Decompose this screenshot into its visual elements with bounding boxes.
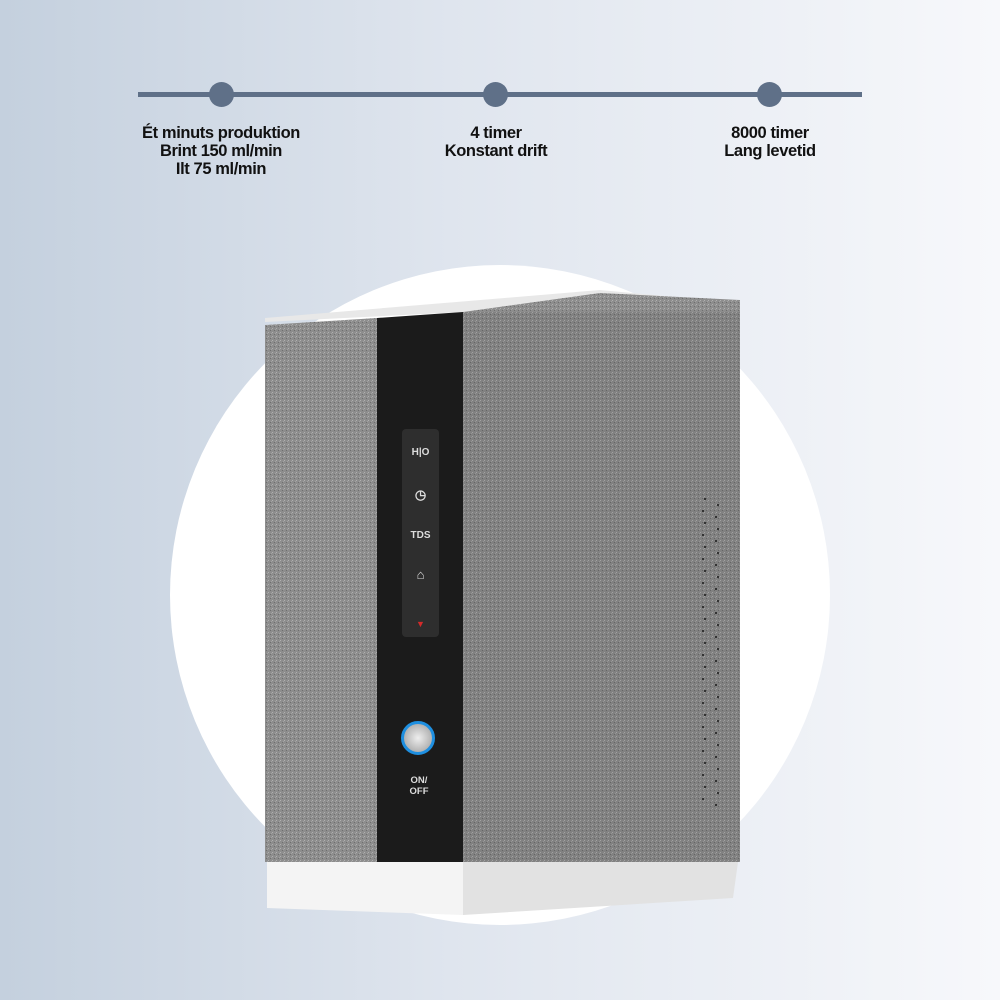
control-panel: H|O ◷ TDS ⌂ ▼ <box>402 429 439 637</box>
device-base-side <box>463 862 738 915</box>
vent-hole <box>704 690 706 692</box>
vent-hole <box>702 726 704 728</box>
vent-hole <box>715 516 717 518</box>
feature-text: Konstant drift <box>444 142 548 160</box>
vent-hole <box>702 750 704 752</box>
feature-text: Ilt 75 ml/min <box>175 160 267 178</box>
feature-lifetime: 8000 timer Lang levetid <box>640 124 900 160</box>
timeline-dot-3 <box>757 82 782 107</box>
vent-hole <box>715 804 717 806</box>
vent-hole <box>715 732 717 734</box>
vent-hole <box>702 582 704 584</box>
vent-hole <box>704 786 706 788</box>
vent-hole <box>702 606 704 608</box>
vent-hole <box>715 708 717 710</box>
vent-hole <box>717 576 719 578</box>
vent-hole <box>704 738 706 740</box>
vent-hole <box>717 504 719 506</box>
vent-hole <box>702 774 704 776</box>
vent-hole <box>717 696 719 698</box>
vent-hole <box>704 498 706 500</box>
device-side-face <box>463 293 740 862</box>
vent-hole <box>717 792 719 794</box>
vent-hole <box>702 558 704 560</box>
feature-production: Ét minuts produktion Brint 150 ml/min Il… <box>91 124 351 178</box>
feature-text: 8000 timer <box>731 124 809 142</box>
vent-hole <box>715 636 717 638</box>
vent-hole <box>702 702 704 704</box>
vent-hole <box>702 654 704 656</box>
clock-icon[interactable]: ◷ <box>414 487 427 502</box>
hho-button[interactable]: H|O <box>411 447 430 458</box>
vent-hole <box>717 768 719 770</box>
timeline-dot-1 <box>209 82 234 107</box>
vent-hole <box>704 546 706 548</box>
vent-hole <box>704 570 706 572</box>
vent-hole <box>715 684 717 686</box>
vent-hole <box>704 618 706 620</box>
feature-text: Ét minuts produktion <box>142 124 300 142</box>
vent-hole <box>704 594 706 596</box>
vent-hole <box>702 798 704 800</box>
vent-hole <box>717 720 719 722</box>
vent-hole <box>702 534 704 536</box>
cleaning-icon[interactable]: ⌂ <box>416 567 425 582</box>
device-base-front <box>267 862 463 915</box>
indicator-icon: ▼ <box>416 619 425 629</box>
vent-hole <box>717 528 719 530</box>
power-label: ON/ OFF <box>400 775 438 797</box>
vent-hole <box>715 612 717 614</box>
power-label-line: OFF <box>409 786 429 797</box>
timeline-dot-2 <box>483 82 508 107</box>
vent-hole <box>702 678 704 680</box>
vent-hole <box>715 540 717 542</box>
vent-hole <box>717 648 719 650</box>
vent-holes: /* placeholder */ <box>702 498 719 806</box>
feature-text: Lang levetid <box>724 142 816 160</box>
vent-hole <box>715 660 717 662</box>
device-front-face <box>265 318 377 862</box>
vent-hole <box>717 672 719 674</box>
vent-hole <box>704 522 706 524</box>
vent-hole <box>704 666 706 668</box>
vent-hole <box>717 744 719 746</box>
vent-hole <box>715 756 717 758</box>
vent-hole <box>704 642 706 644</box>
vent-hole <box>717 552 719 554</box>
power-label-line: ON/ <box>410 775 428 786</box>
tds-button[interactable]: TDS <box>410 530 431 541</box>
vent-hole <box>717 600 719 602</box>
feature-text: Brint 150 ml/min <box>160 142 282 160</box>
power-button[interactable] <box>401 721 435 755</box>
feature-text: 4 timer <box>470 124 522 142</box>
vent-hole <box>704 714 706 716</box>
vent-hole <box>715 780 717 782</box>
vent-hole <box>704 762 706 764</box>
vent-hole <box>715 564 717 566</box>
vent-hole <box>717 624 719 626</box>
vent-hole <box>702 510 704 512</box>
vent-hole <box>702 630 704 632</box>
feature-operation: 4 timer Konstant drift <box>366 124 626 160</box>
vent-hole <box>715 588 717 590</box>
